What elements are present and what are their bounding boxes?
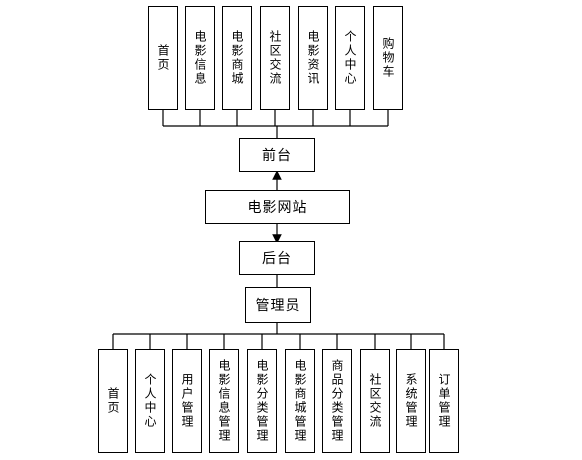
admin-node: 管理员 xyxy=(245,287,311,323)
frontend-module-personal-center: 个人中心 xyxy=(335,6,365,110)
backend-module-movie-category-mgmt: 电影分类管理 xyxy=(247,349,277,453)
frontend-module-home: 首页 xyxy=(148,6,178,110)
backend-module-personal-center: 个人中心 xyxy=(135,349,165,453)
frontend-module-movie-info: 电影信息 xyxy=(185,6,215,110)
backend-module-order-mgmt: 订单管理 xyxy=(429,349,459,453)
frontend-module-movie-news: 电影资讯 xyxy=(298,6,328,110)
frontend-module-movie-mall: 电影商城 xyxy=(222,6,252,110)
backend-module-user-mgmt: 用户管理 xyxy=(172,349,202,453)
backend-node: 后台 xyxy=(239,241,315,275)
backend-module-community: 社区交流 xyxy=(360,349,390,453)
backend-module-movie-mall-mgmt: 电影商城管理 xyxy=(285,349,315,453)
backend-module-product-category-mgmt: 商品分类管理 xyxy=(322,349,352,453)
frontend-module-cart: 购物车 xyxy=(373,6,403,110)
backend-module-system-mgmt: 系统管理 xyxy=(396,349,426,453)
site-node: 电影网站 xyxy=(205,190,350,224)
backend-module-movie-info-mgmt: 电影信息管理 xyxy=(209,349,239,453)
frontend-module-community: 社区交流 xyxy=(260,6,290,110)
backend-module-home: 首页 xyxy=(98,349,128,453)
frontend-node: 前台 xyxy=(239,138,315,172)
